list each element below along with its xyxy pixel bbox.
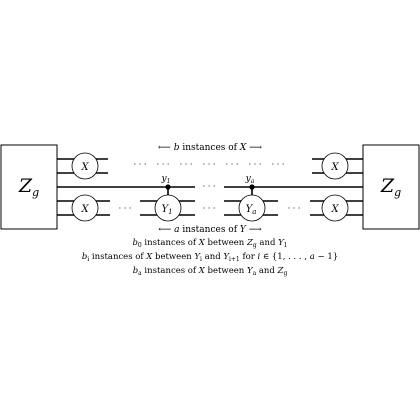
block-zg-right (362, 144, 420, 230)
y-node-first (154, 194, 182, 222)
legend-line-ba: ba instances of X between Ya and Zg (133, 266, 288, 277)
ellipsis: · · · (272, 160, 285, 169)
y-node-last-label: Ya (246, 204, 257, 216)
ellipsis-row-top: · · · · · · · · · · · · · · · · · · · · … (134, 160, 285, 169)
x-node-lower-left-label: X (80, 204, 89, 215)
ellipsis: · · · (180, 160, 193, 169)
x-node-upper-right-label: X (330, 162, 339, 173)
y-node-first-label: Y1 (161, 204, 172, 216)
tap-dot-ya (249, 184, 255, 190)
x-node-lower-right (321, 194, 349, 222)
ellipsis: · · · (134, 160, 147, 169)
annotation-a-instances-of-y: ⟵ a instances of Y ⟶ (158, 225, 261, 235)
block-zg-left (0, 144, 58, 230)
ellipsis: · · · (203, 160, 216, 169)
annotation-b-instances-of-x: ⟵ b instances of X ⟶ (158, 143, 262, 153)
y-node-last (238, 194, 266, 222)
block-zg-left-label: Zg (18, 175, 39, 199)
legend-line-bi: bi instances of X between Yi and Yi+1 fo… (82, 252, 338, 263)
legend-line-b0: b0 instances of X between Zg and Y1 (132, 238, 287, 249)
x-node-upper-right (321, 152, 349, 180)
block-zg-right-label: Zg (380, 175, 401, 199)
ellipsis-lower-3: · · · (288, 204, 301, 213)
ellipsis-lower-2: · · · (203, 204, 216, 213)
ellipsis: · · · (157, 160, 170, 169)
x-node-lower-left (71, 194, 99, 222)
ellipsis-lower-1: · · · (119, 204, 132, 213)
ellipsis: · · · (249, 160, 262, 169)
x-node-upper-left-label: X (80, 162, 89, 173)
x-node-upper-left (71, 152, 99, 180)
tap-dot-y1 (165, 184, 171, 190)
ellipsis-middle: · · · (203, 182, 216, 191)
tap-label-ya: ya (245, 174, 255, 185)
ellipsis: · · · (226, 160, 239, 169)
x-node-lower-right-label: X (330, 204, 339, 215)
tap-label-y1: y1 (161, 174, 171, 185)
